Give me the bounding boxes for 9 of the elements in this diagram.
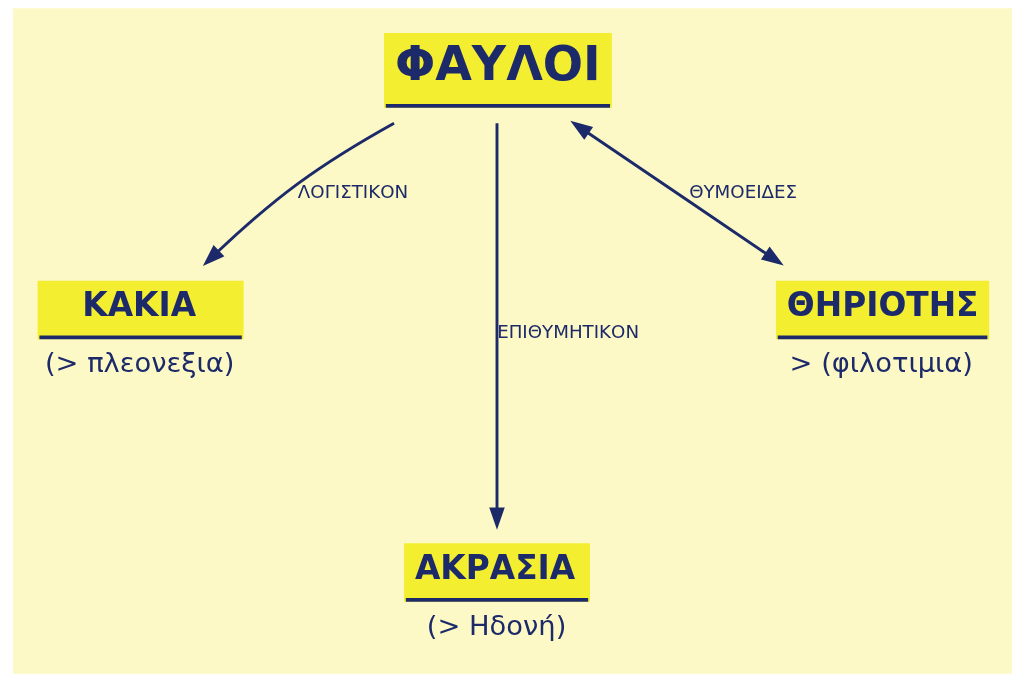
arrow <box>202 121 395 267</box>
arrow <box>569 120 784 266</box>
edge-label: ΘΥΜΟΕΙΔΕΣ <box>688 180 797 202</box>
node-label: > (φιλοτιμια) <box>789 346 973 378</box>
arrow <box>488 123 505 530</box>
edge-label: ΛΟΓΙΣΤΙΚΟΝ <box>297 180 408 202</box>
node-label: (> πλεονεξια) <box>44 346 234 378</box>
node-label: (> Ηδονή) <box>426 609 566 641</box>
edge-label: ΕΠΙΘΥΜΗΤΙΚΟΝ <box>496 321 639 343</box>
